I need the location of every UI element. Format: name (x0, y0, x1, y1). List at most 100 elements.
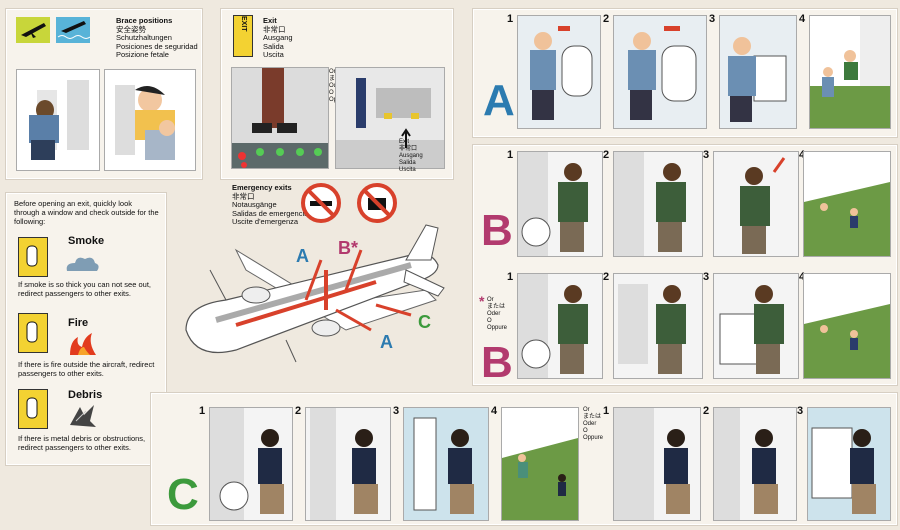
fire-text: If there is fire outside the aircraft, r… (18, 360, 155, 378)
emergency-exits-es: Salidas de emergencia (232, 208, 309, 218)
exit-label: Exit (399, 139, 410, 145)
exit-title-jp: 非常口 (263, 24, 286, 34)
brace-positions-panel: Brace positions 安全姿勢 Schutzhaltungen Pos… (5, 8, 203, 180)
section-b1-letter: B (481, 206, 513, 255)
b2-or-it: Oppure (487, 325, 508, 331)
b2-step-2-number: 2 (603, 271, 610, 283)
no-smoking-icon (300, 182, 342, 224)
exit-cabin-illustration (335, 67, 445, 169)
diagram-label-a-bottom: A (380, 332, 393, 352)
diagram-label-a-top: A (296, 246, 309, 266)
exit-label-es: Salida (399, 160, 416, 166)
c-step-4-number: 4 (491, 405, 498, 417)
section-b2-letter: B (481, 338, 513, 387)
debris-icon (66, 401, 100, 431)
a-step-1-image (517, 15, 601, 129)
c-step-3-number: 3 (393, 405, 400, 417)
brace-title-jp: 安全姿勢 (116, 24, 146, 34)
section-b-panel: B 1 2 3 4 B * Or または Oder O Oppure 1 2 3… (472, 144, 898, 386)
c-step-4-image (501, 407, 579, 521)
plane-landing-icon-green (16, 17, 50, 43)
c-step-2-image (305, 407, 391, 521)
c2-step-2-image (713, 407, 797, 521)
window-fire-icon (18, 313, 48, 353)
b1-step-2-image (613, 151, 703, 257)
aircraft-exit-diagram (176, 210, 446, 370)
section-c-panel: C 1 2 3 4 Or または Oder O Oppure 1 2 3 (150, 392, 898, 526)
smoke-cloud-icon (62, 253, 102, 277)
a-step-1-number: 1 (507, 13, 514, 25)
b2-or-es: O (487, 318, 492, 324)
fire-title: Fire (68, 317, 89, 329)
b2-step-1-image (517, 273, 603, 379)
brace-title: Brace positions (116, 16, 173, 25)
a-step-2-image (613, 15, 707, 129)
exit-title: Exit (263, 16, 277, 25)
exit-title-es: Salida (263, 41, 284, 51)
c-or: Or (583, 407, 590, 413)
emergency-exits-title: Emergency exits (232, 183, 292, 192)
check-intro-text: Before opening an exit, quickly look thr… (14, 199, 159, 226)
exit-floor-lights-illustration (231, 67, 329, 169)
c-step-3-image (403, 407, 489, 521)
c2-step-2-number: 2 (703, 405, 710, 417)
a-step-4-number: 4 (799, 13, 806, 25)
brace-illustration-1 (16, 69, 100, 171)
smoke-title: Smoke (68, 235, 105, 247)
brace-title-es: Posiciones de seguridad (116, 41, 198, 51)
b2-or-jp: または (487, 304, 506, 310)
b1-step-3-number: 3 (703, 149, 710, 161)
or-label-es: O (329, 90, 334, 96)
no-baggage-icon (356, 182, 398, 224)
b2-step-4-number: 4 (799, 271, 805, 283)
b2-step-3-image (713, 273, 799, 379)
b1-step-1-image (517, 151, 603, 257)
c2-step-3-image (807, 407, 891, 521)
brace-title-it: Posizione fetale (116, 50, 169, 59)
b2-step-2-image (613, 273, 703, 379)
exit-label-de: Ausgang (399, 153, 423, 159)
debris-text: If there is metal debris or obstructions… (18, 434, 146, 452)
b2-step-3-number: 3 (703, 271, 710, 283)
exit-title-de: Ausgang (263, 33, 293, 42)
c-or-de: Oder (583, 421, 597, 427)
brace-title-de: Schutzhaltungen (116, 33, 172, 42)
b2-star: * (479, 293, 485, 309)
b1-step-4-image (803, 151, 891, 257)
debris-title: Debris (68, 389, 103, 401)
c-or-it: Oppure (583, 435, 604, 441)
c2-step-1-image (613, 407, 701, 521)
c2-step-1-number: 1 (603, 405, 610, 417)
a-step-2-number: 2 (603, 13, 610, 25)
fire-flame-icon (66, 331, 100, 357)
c2-step-3-number: 3 (797, 405, 804, 417)
b2-step-1-number: 1 (507, 271, 514, 283)
exit-sign-icon: EXIT (233, 15, 253, 57)
b2-or-de: Oder (487, 311, 501, 317)
b1-step-1-number: 1 (507, 149, 514, 161)
smoke-text: If smoke is so thick you can not see out… (18, 280, 151, 298)
c-step-1-image (209, 407, 293, 521)
b1-step-3-image (713, 151, 799, 257)
c-step-2-number: 2 (295, 405, 302, 417)
brace-illustration-2 (104, 69, 196, 171)
emergency-exits-jp: 非常口 (232, 191, 255, 201)
b2-step-4-image (803, 273, 891, 379)
emergency-exits-it: Uscite d'emergenza (232, 217, 299, 226)
plane-water-landing-icon (56, 17, 91, 43)
b2-or: Or (487, 297, 494, 303)
b1-step-4-number: 4 (799, 149, 805, 161)
a-step-3-number: 3 (709, 13, 716, 25)
emergency-exits-de: Notausgänge (232, 200, 277, 209)
diagram-label-c: C (418, 312, 431, 332)
section-c-letter: C (167, 470, 199, 519)
check-outside-panel: Before opening an exit, quickly look thr… (5, 192, 167, 466)
diagram-label-b-star: B* (338, 238, 359, 258)
section-a-panel: A 1 2 3 4 (472, 8, 898, 138)
c-or-es: O (583, 428, 588, 434)
section-a-letter: A (483, 76, 515, 125)
exit-signs-panel: EXIT Exit 非常口 Ausgang Salida Uscita Or ま… (220, 8, 454, 180)
or-label: Or (329, 69, 336, 75)
window-debris-icon (18, 389, 48, 429)
a-step-3-image (719, 15, 797, 129)
